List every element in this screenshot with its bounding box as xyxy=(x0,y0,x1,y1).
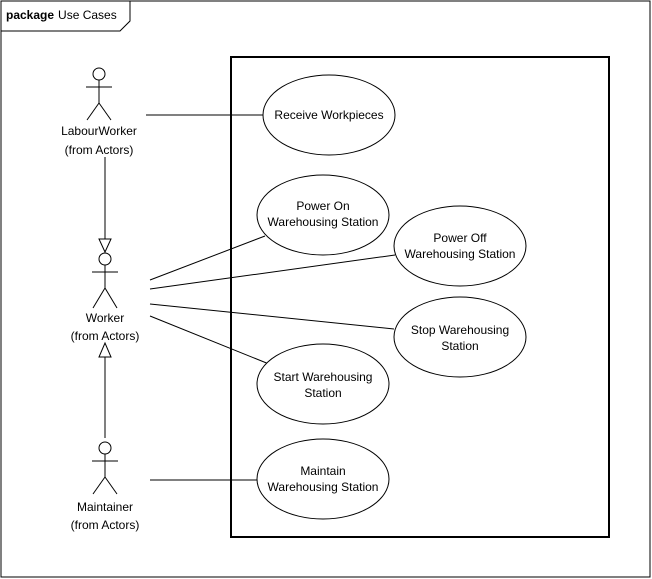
usecase-ellipse xyxy=(393,205,527,287)
usecase-label-line-1: Power Off xyxy=(433,231,487,245)
usecase-label-line-1: Start Warehousing xyxy=(274,370,373,384)
generalization-arrowhead-labourworker xyxy=(98,238,112,254)
association-worker-start xyxy=(149,315,270,365)
usecase-label-line-2: Warehousing Station xyxy=(405,247,516,261)
usecase-ellipse xyxy=(256,438,390,520)
usecase-stop[interactable]: Stop Warehousing Station xyxy=(393,296,527,378)
associations xyxy=(146,114,396,481)
package-tab xyxy=(1,1,131,32)
usecase-label-line-1: Maintain xyxy=(300,464,345,478)
system-boundary xyxy=(230,56,610,538)
actor-name: Maintainer xyxy=(77,500,133,514)
usecase-label-line-2: Station xyxy=(304,386,341,400)
package-keyword: package xyxy=(6,8,54,22)
association-worker-poweron xyxy=(149,235,266,281)
usecase-label-line-2: Station xyxy=(441,339,478,353)
usecase-start[interactable]: Start Warehousing Station xyxy=(256,343,390,425)
usecase-maintain[interactable]: Maintain Warehousing Station xyxy=(256,438,390,520)
stick-figure-icon xyxy=(86,67,112,121)
actor-name: Worker xyxy=(86,311,124,325)
package-title: package Use Cases xyxy=(6,8,117,22)
actor-origin: (from Actors) xyxy=(71,329,140,343)
usecase-label-line-1: Power On xyxy=(296,199,349,213)
usecase-ellipse xyxy=(256,174,390,256)
stick-figure-icon xyxy=(92,252,118,309)
generalization-arrowhead-maintainer xyxy=(98,341,112,358)
usecase-label-line-1: Stop Warehousing xyxy=(411,323,509,337)
usecase-label-line-2: Warehousing Station xyxy=(268,215,379,229)
usecase-ellipse xyxy=(262,74,396,156)
usecase-power-on[interactable]: Power On Warehousing Station xyxy=(256,174,390,256)
generalizations xyxy=(98,157,112,438)
usecase-label: Receive Workpieces xyxy=(274,108,383,122)
association-worker-stop xyxy=(149,303,395,330)
usecase-power-off[interactable]: Power Off Warehousing Station xyxy=(393,205,527,287)
usecase-ellipse xyxy=(256,343,390,425)
actor-worker[interactable]: Worker (from Actors) xyxy=(71,252,140,343)
actor-maintainer[interactable]: Maintainer (from Actors) xyxy=(71,441,140,532)
actor-labourworker[interactable]: LabourWorker (from Actors) xyxy=(61,67,137,157)
actor-name: LabourWorker xyxy=(61,124,137,138)
association-worker-poweroff xyxy=(149,254,396,290)
actor-origin: (from Actors) xyxy=(71,518,140,532)
package-name: Use Cases xyxy=(58,8,117,22)
usecase-label-line-2: Warehousing Station xyxy=(268,480,379,494)
actor-origin: (from Actors) xyxy=(65,143,134,157)
stick-figure-icon xyxy=(92,441,118,495)
usecase-receive-workpieces[interactable]: Receive Workpieces xyxy=(262,74,396,156)
usecase-ellipse xyxy=(393,296,527,378)
